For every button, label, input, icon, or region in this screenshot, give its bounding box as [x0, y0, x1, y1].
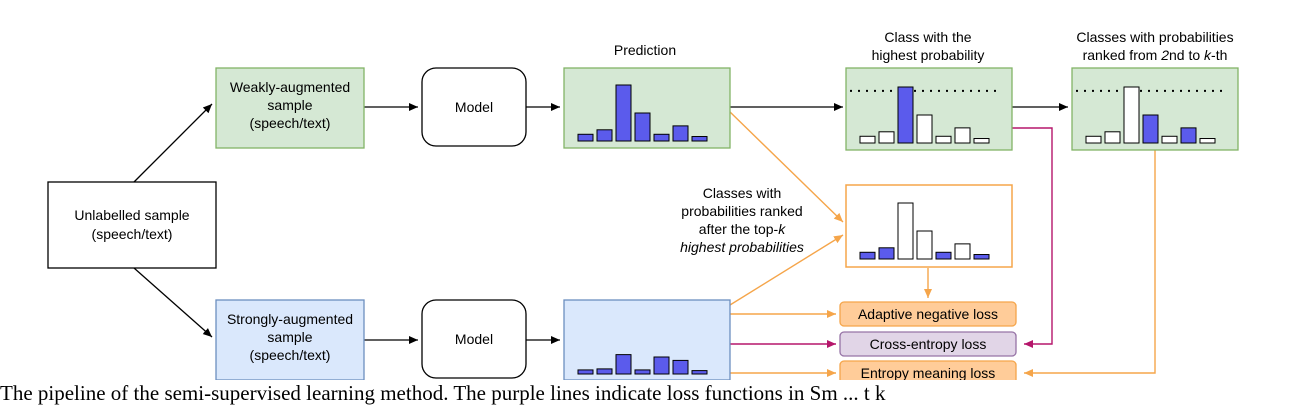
highest-class-node [845, 67, 1013, 151]
arrow-unlabelled-to-weak [133, 103, 213, 183]
histogram-bar [973, 138, 990, 144]
weak-label-line2: sample [267, 97, 312, 113]
strong-label-line3: (speech/text) [250, 347, 331, 363]
unlabelled-sample-node: Unlabelled sample (speech/text) [47, 181, 217, 269]
histogram-bar [1161, 135, 1178, 144]
cross-entropy-loss-label: Cross-entropy loss [870, 336, 987, 352]
purple-arrows [730, 127, 1053, 348]
highest-label-line2: highest probability [872, 47, 985, 63]
arrow-ranked-to-entropy [1024, 150, 1156, 377]
histogram-bar [878, 131, 895, 144]
model-top-node: Model [421, 67, 527, 147]
after-topk-label-line4: highest probabilities [680, 239, 804, 255]
unlabelled-label-line2: (speech/text) [92, 226, 173, 242]
histogram-bar [1085, 135, 1102, 144]
ranked-label-line1: Classes with probabilities [1076, 29, 1233, 45]
histogram-bar [596, 368, 613, 375]
histogram-bar [577, 369, 594, 375]
histogram-bar [577, 133, 594, 142]
highest-label-line1: Class with the [884, 29, 971, 45]
histogram-bar [672, 359, 689, 375]
after-topk-label-line1: Classes with [703, 185, 782, 201]
histogram-bar [653, 133, 670, 142]
histogram-bar [691, 370, 708, 375]
after-topk-histogram [859, 202, 990, 260]
histogram-bar [691, 136, 708, 142]
histogram-bar [973, 254, 990, 260]
histogram-bar [672, 125, 689, 142]
adaptive-negative-loss-label: Adaptive negative loss [858, 306, 998, 322]
after-topk-node [845, 184, 1013, 268]
arrow-strong-prediction-to-after-topk [729, 234, 844, 306]
figure-caption: The pipeline of the semi-supervised lear… [0, 381, 886, 405]
histogram-bar [1104, 131, 1121, 144]
model-top-label: Model [455, 99, 493, 115]
ranked-label-line2: ranked from 2nd to k-th [1083, 47, 1228, 63]
arrow-unlabelled-to-strong [133, 267, 213, 338]
strong-label-line2: sample [267, 329, 312, 345]
entropy-meaning-loss-label: Entropy meaning loss [861, 365, 996, 380]
histogram-bar [634, 112, 651, 142]
histogram-bar [935, 135, 952, 144]
weak-prediction-node [563, 67, 731, 149]
strong-label-line1: Strongly-augmented [227, 311, 353, 327]
weak-prediction-histogram [577, 84, 708, 142]
arrow-prediction-to-after-topk [727, 109, 844, 223]
histogram-bar [1142, 114, 1159, 144]
histogram-bar [615, 354, 632, 375]
histogram-bar [859, 251, 876, 260]
histogram-bar [1180, 127, 1197, 144]
weak-sample-node: Weakly-augmented sample (speech/text) [215, 67, 365, 149]
black-arrows [133, 103, 1068, 344]
histogram-bar [954, 127, 971, 144]
histogram-bar [1199, 138, 1216, 144]
model-bottom-node: Model [421, 299, 527, 379]
ranked-class-node [1071, 67, 1239, 151]
weak-label-line3: (speech/text) [250, 115, 331, 131]
histogram-bar [916, 114, 933, 144]
histogram-bar [615, 84, 632, 142]
strong-sample-node: Strongly-augmented sample (speech/text) [215, 299, 365, 380]
weak-label-line1: Weakly-augmented [230, 79, 350, 95]
strong-prediction-node [563, 299, 731, 380]
histogram-bar [596, 129, 613, 142]
highest-class-histogram [850, 86, 997, 144]
histogram-bar [634, 369, 651, 375]
after-topk-label-line3: after the top-k [699, 221, 786, 237]
histogram-bar [653, 356, 670, 375]
strong-prediction-histogram [577, 354, 708, 375]
histogram-bar [859, 135, 876, 144]
histogram-bar [897, 86, 914, 144]
unlabelled-label-line1: Unlabelled sample [74, 207, 189, 223]
orange-arrows [727, 109, 1156, 377]
after-topk-label-line2: probabilities ranked [681, 203, 802, 219]
histogram-bar [916, 230, 933, 260]
prediction-label: Prediction [614, 42, 676, 58]
histogram-bar [1123, 86, 1140, 144]
adaptive-negative-loss-node: Adaptive negative loss [839, 301, 1017, 327]
histogram-bar [954, 243, 971, 260]
cross-entropy-loss-node: Cross-entropy loss [839, 331, 1017, 357]
histogram-bar [897, 202, 914, 260]
histogram-bar [935, 251, 952, 260]
histogram-bar [878, 247, 895, 260]
ranked-class-histogram [1076, 86, 1223, 144]
model-bottom-label: Model [455, 331, 493, 347]
entropy-meaning-loss-node: Entropy meaning loss [839, 360, 1017, 380]
arrow-highest-to-cross-entropy [1012, 127, 1053, 348]
